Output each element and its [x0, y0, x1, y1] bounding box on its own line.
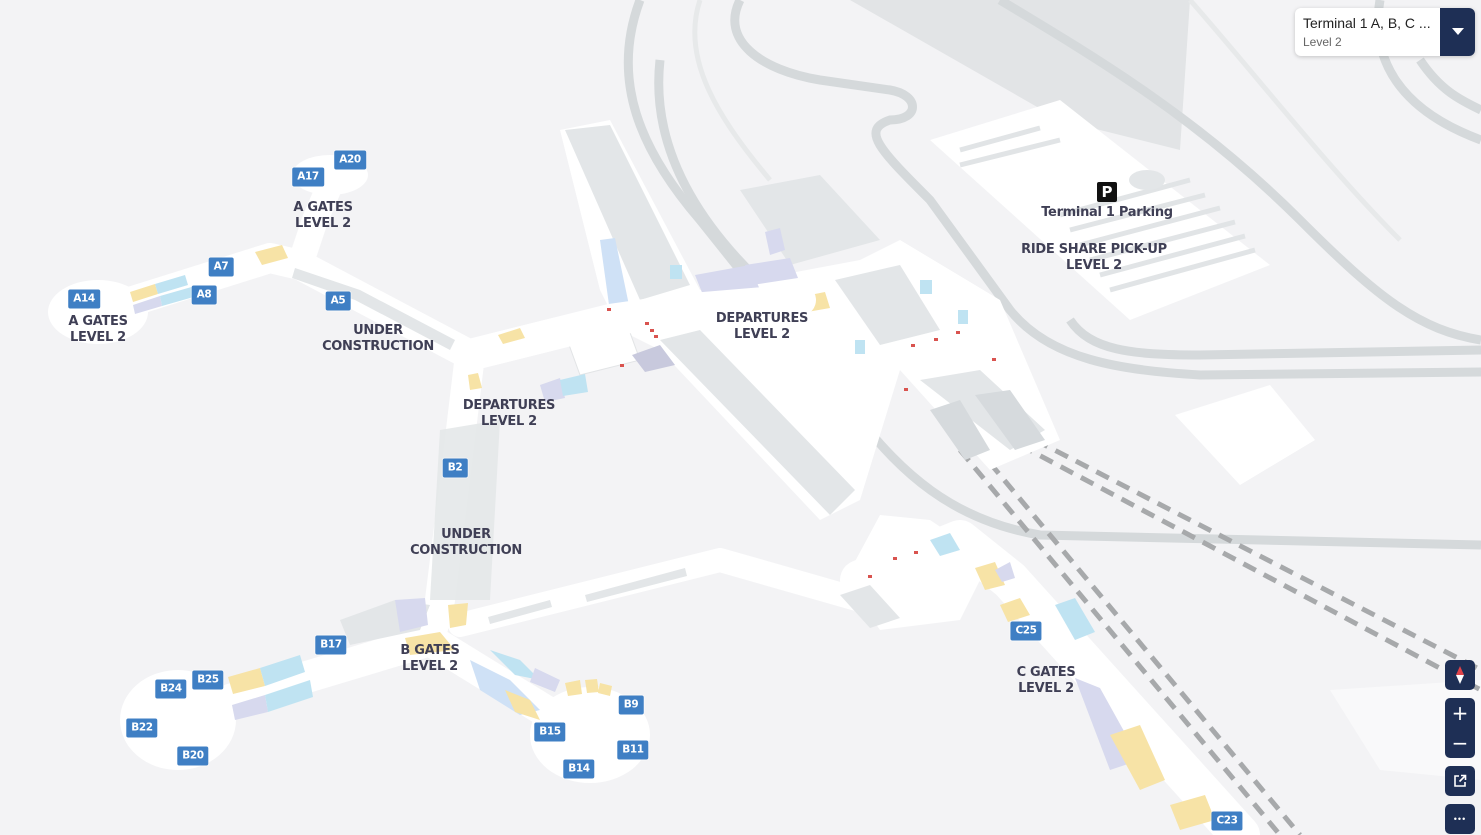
parking-label[interactable]: Terminal 1 Parking — [1041, 205, 1173, 220]
gate-badge-b2[interactable]: B2 — [442, 458, 468, 478]
gate-badge-b20[interactable]: B20 — [177, 746, 209, 766]
more-icon: ••• — [1453, 814, 1467, 824]
gate-badge-a5[interactable]: A5 — [325, 291, 351, 311]
level-dropdown-button[interactable] — [1440, 8, 1475, 56]
caret-down-icon — [1451, 28, 1464, 35]
gate-badge-b17[interactable]: B17 — [315, 635, 347, 655]
gate-badge-a17[interactable]: A17 — [292, 167, 324, 187]
gate-badge-b9[interactable]: B9 — [618, 695, 644, 715]
gate-badge-b25[interactable]: B25 — [192, 670, 224, 690]
zoom-in-button[interactable]: + — [1451, 701, 1469, 725]
external-link-icon — [1454, 774, 1467, 787]
gate-badge-b15[interactable]: B15 — [534, 722, 566, 742]
building-block — [1175, 385, 1315, 485]
parking-icon[interactable]: P — [1097, 182, 1117, 202]
gate-badge-b22[interactable]: B22 — [126, 718, 158, 738]
gate-badge-a7[interactable]: A7 — [208, 257, 234, 277]
zoom-controls: + − — [1445, 698, 1475, 758]
level-selector[interactable]: Terminal 1 A, B, C ... Level 2 — [1295, 8, 1475, 56]
airfield-area — [850, 0, 1190, 150]
gate-badge-a14[interactable]: A14 — [68, 289, 100, 309]
level-name: Level 2 — [1303, 35, 1342, 49]
gate-badge-c23[interactable]: C23 — [1211, 811, 1243, 831]
level-selector-text[interactable]: Terminal 1 A, B, C ... Level 2 — [1295, 8, 1440, 56]
building-name: Terminal 1 A, B, C ... — [1303, 15, 1431, 31]
compass-icon — [1456, 666, 1464, 684]
gate-badge-b24[interactable]: B24 — [155, 679, 187, 699]
rail-lines — [958, 437, 1481, 835]
gate-badge-b14[interactable]: B14 — [563, 759, 595, 779]
building-block — [1330, 680, 1481, 780]
gate-badge-a8[interactable]: A8 — [191, 285, 217, 305]
gate-badge-a20[interactable]: A20 — [334, 150, 366, 170]
more-options-button[interactable]: ••• — [1445, 804, 1475, 834]
open-external-button[interactable] — [1445, 766, 1475, 796]
gate-badge-b11[interactable]: B11 — [617, 740, 649, 760]
terminal-main — [560, 120, 1060, 520]
parking-garage — [930, 100, 1270, 320]
compass-button[interactable] — [1445, 660, 1475, 690]
zoom-out-button[interactable]: − — [1451, 731, 1469, 755]
gate-badge-c25[interactable]: C25 — [1010, 621, 1042, 641]
